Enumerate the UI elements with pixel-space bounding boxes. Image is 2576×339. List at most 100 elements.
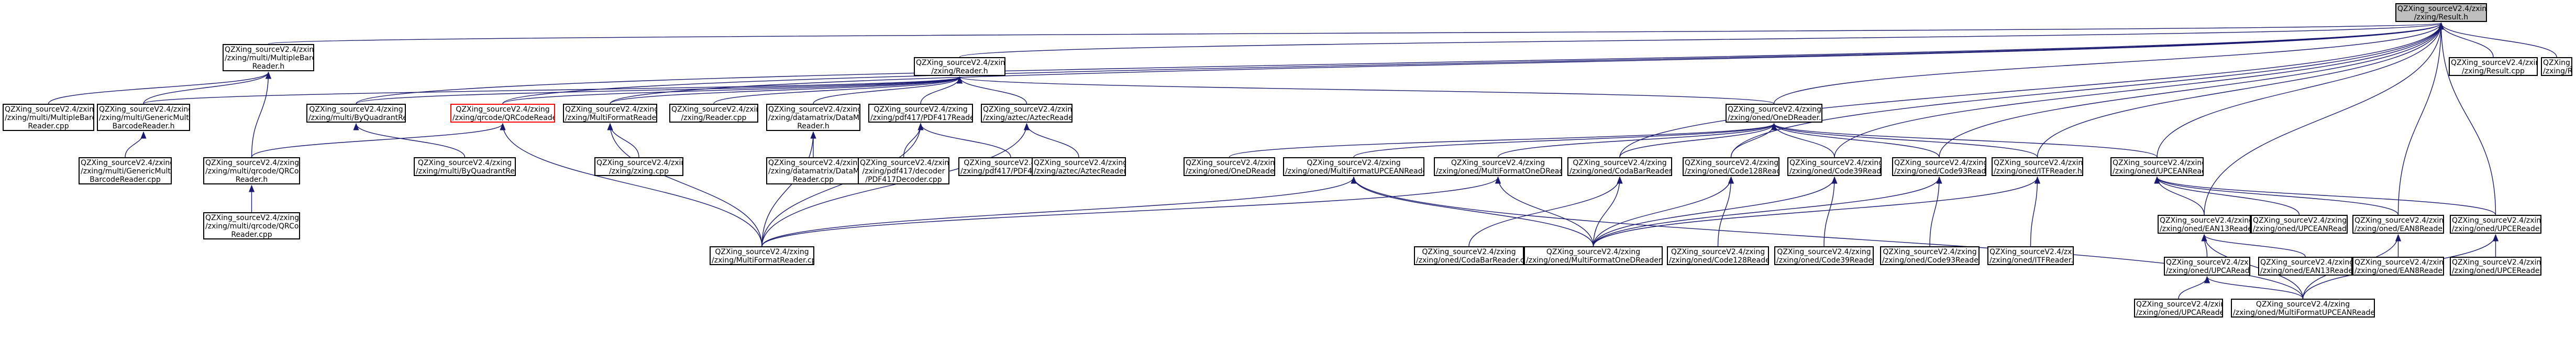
node-cb-h[interactable]: QZXing_sourceV2.4/zxing/zxing/oned/CodaB…	[1567, 157, 1672, 176]
node-upcean-h[interactable]: QZXing_sourceV2.4/zxing/zxing/oned/UPCEA…	[2110, 157, 2204, 176]
dependency-edge	[1730, 22, 2444, 158]
node-label-line: /zxing/oned/Code93Reader.cpp	[1882, 256, 1978, 265]
node-label-line: /zxing/Result.h	[2414, 13, 2469, 21]
node-mfupcean-cpp[interactable]: QZXing_sourceV2.4/zxing/zxing/oned/Multi…	[2231, 299, 2375, 318]
node-ean8-cpp[interactable]: QZXing_sourceV2.4/zxing/zxing/oned/EAN8R…	[2352, 257, 2444, 276]
dependency-edge	[1351, 176, 1594, 247]
node-c93-cpp[interactable]: QZXing_sourceV2.4/zxing/zxing/oned/Code9…	[1880, 246, 1980, 265]
node-az-cpp[interactable]: QZXing_sourceV2.4/zxing/zxing/aztec/Azte…	[1032, 157, 1126, 176]
node-ean8-h[interactable]: QZXing_sourceV2.4/zxing/zxing/oned/EAN8R…	[2352, 215, 2444, 234]
node-label-line: /zxing/pdf417/PDF417Reader.h	[870, 114, 973, 122]
node-label-line: QZXing_sourceV2.4/zxing	[2451, 59, 2538, 67]
node-label-line: /zxing/oned/Code39Reader.h	[1789, 167, 1882, 176]
dependency-edge	[607, 123, 762, 247]
dependency-edge	[2201, 234, 2304, 299]
node-itf-cpp[interactable]: QZXing_sourceV2.4/zxing/zxing/oned/ITFRe…	[1987, 246, 2074, 265]
node-c128-cpp[interactable]: QZXing_sourceV2.4/zxing/zxing/oned/Code1…	[1667, 246, 1769, 265]
node-label-line: /zxing/oned/OneDReader.h	[1728, 114, 1822, 122]
dependency-edge	[2204, 22, 2445, 215]
node-label-line: /zxing/aztec/AztecReader.h	[983, 114, 1073, 122]
node-pdf-h[interactable]: QZXing_sourceV2.4/zxing/zxing/pdf417/PDF…	[868, 104, 973, 123]
node-mfr-cpp[interactable]: QZXing_sourceV2.4/zxing/zxing/MultiForma…	[710, 246, 814, 265]
node-qrcr-h[interactable]: QZXing_sourceV2.4/zxing/zxing/qrcode/QRC…	[450, 104, 555, 123]
node-dmr-cpp[interactable]: QZXing_sourceV2.4/zxing/zxing/datamatrix…	[766, 157, 860, 184]
node-az-h[interactable]: QZXing_sourceV2.4/zxing/zxing/aztec/Azte…	[981, 104, 1073, 123]
node-label-line: /zxing/oned/EAN8Reader.h	[2354, 225, 2444, 233]
node-c39-cpp[interactable]: QZXing_sourceV2.4/zxing/zxing/oned/Code3…	[1774, 246, 1874, 265]
node-qrcmr-cpp[interactable]: QZXing_sourceV2.4/zxing/zxing/multi/qrco…	[203, 212, 300, 239]
node-label-line: /zxing/multi/MultipleBarcode	[5, 114, 93, 122]
node-upce-cpp[interactable]: QZXing_sourceV2.4/zxing/zxing/oned/UPCER…	[2450, 257, 2541, 276]
dependency-edge	[1929, 176, 1942, 247]
node-c93-h[interactable]: QZXing_sourceV2.4/zxing/zxing/oned/Code9…	[1892, 157, 1986, 176]
node-gmbr-h[interactable]: QZXing_sourceV2.4/zxing/zxing/multi/Gene…	[97, 104, 190, 131]
node-result-h[interactable]: QZXing_sourceV2.4/zxing/zxing/Result.h	[2395, 3, 2487, 22]
node-zxing-cpp[interactable]: QZXing_sourceV2.4/zxing/zxing/zxing.cpp	[594, 157, 683, 176]
node-label-line: QZXing_sourceV2.4/zxing	[5, 105, 94, 114]
node-gmbr-cpp[interactable]: QZXing_sourceV2.4/zxing/zxing/multi/Gene…	[79, 157, 172, 184]
dependency-edge	[761, 131, 816, 247]
node-label-line: QZXing_sourceV2.4/zxing	[1671, 248, 1765, 256]
node-label-line: QZXing_sourceV2.4/zxing	[1894, 159, 1986, 167]
node-label-line: /zxing/oned/UPCAReader.cpp	[2136, 309, 2222, 317]
node-reader-cpp[interactable]: QZXing_sourceV2.4/zxing/zxing/Reader.cpp	[669, 104, 758, 123]
node-cb-cpp[interactable]: QZXing_sourceV2.4/zxing/zxing/oned/CodaB…	[1414, 246, 1524, 265]
dependency-edge	[2157, 22, 2445, 158]
node-label-line: QZXing_sourceV2.4/zxing	[2397, 5, 2487, 13]
node-label-line: QZXing_sourceV2.4/zxing	[1186, 159, 1275, 167]
node-bqr-h[interactable]: QZXing_sourceV2.4/zxing/zxing/multi/ByQu…	[306, 104, 406, 123]
node-label-line: /zxing/oned/Code93Reader.h	[1894, 167, 1986, 176]
node-mfod-cpp[interactable]: QZXing_sourceV2.4/zxing/zxing/oned/Multi…	[1524, 246, 1663, 265]
node-label-line: /zxing/oned/CodaBarReader.cpp	[1416, 256, 1524, 265]
node-c39-h[interactable]: QZXing_sourceV2.4/zxing/zxing/oned/Code3…	[1787, 157, 1882, 176]
node-label-line: QZXing_sourceV2.4/zxing	[1422, 248, 1516, 256]
dependency-edge	[2154, 176, 2300, 215]
node-label-line: /zxing/oned/CodaBarReader.h	[1569, 167, 1672, 176]
node-dmr-h[interactable]: QZXing_sourceV2.4/zxing/zxing/datamatrix…	[766, 104, 860, 131]
node-label-line: QZXing_sourceV2.4/zxing	[1451, 159, 1545, 167]
node-upcean-cpp[interactable]: QZXing_sourceV2.4/zxing/zxing/oned/UPCEA…	[2251, 215, 2348, 234]
node-ean13-h[interactable]: QZXing_sourceV2.4/zxing/zxing/oned/EAN13…	[2158, 215, 2251, 234]
node-resultio-cpp[interactable]: QZXing_sourceV2.4/zxing/zxing/ResultIO.c…	[2541, 57, 2572, 76]
node-label-line: /zxing/Reader.cpp	[681, 114, 747, 122]
dependency-edge	[813, 76, 963, 104]
node-label-line: /zxing/oned/EAN8Reader.cpp	[2354, 267, 2444, 275]
node-upca-h[interactable]: QZXing_sourceV2.4/zxing/zxing/oned/UPCAR…	[2164, 257, 2250, 276]
node-label-line: /zxing/MultiFormatReader.cpp	[712, 256, 814, 265]
node-reader-h[interactable]: QZXing_sourceV2.4/zxing/zxing/Reader.h	[914, 57, 1005, 76]
node-mbr-h[interactable]: QZXing_sourceV2.4/zxing/zxing/multi/Mult…	[223, 44, 314, 71]
node-mfr-h[interactable]: QZXing_sourceV2.4/zxing/zxing/MultiForma…	[563, 104, 657, 123]
node-ean13-cpp[interactable]: QZXing_sourceV2.4/zxing/zxing/oned/EAN13…	[2258, 257, 2352, 276]
node-label-line: QZXing_sourceV2.4/zxing	[81, 159, 172, 167]
node-odr-cpp[interactable]: QZXing_sourceV2.4/zxing/zxing/oned/OneDR…	[1184, 157, 1275, 176]
node-label-line: /zxing/oned/UPCAReader.h	[2166, 267, 2250, 275]
node-label-line: /zxing/oned/EAN13Reader.h	[2160, 225, 2250, 233]
node-label-line: /PDF417Decoder.cpp	[865, 176, 942, 184]
dependency-edge	[353, 123, 466, 158]
node-upce-h[interactable]: QZXing_sourceV2.4/zxing/zxing/oned/UPCER…	[2450, 215, 2541, 234]
node-pdfdec-cpp[interactable]: QZXing_sourceV2.4/zxing/zxing/pdf417/dec…	[858, 157, 949, 184]
node-odr-h[interactable]: QZXing_sourceV2.4/zxing/zxing/oned/OneDR…	[1726, 104, 1822, 123]
dependency-edge	[268, 22, 2443, 45]
node-label-line: /zxing/zxing.cpp	[609, 167, 669, 176]
node-mbr-cpp[interactable]: QZXing_sourceV2.4/zxing/zxing/multi/Mult…	[3, 104, 94, 131]
node-label-line: /zxing/Result.cpp	[2462, 67, 2525, 75]
node-result-cpp[interactable]: QZXing_sourceV2.4/zxing/zxing/Result.cpp	[2449, 57, 2538, 76]
dependency-edge	[143, 71, 271, 104]
node-label-line: QZXing_sourceV2.4/zxing	[860, 159, 949, 167]
dependency-edge	[2204, 276, 2304, 299]
node-label-line: /zxing/oned/UPCEANReader.cpp	[2253, 225, 2347, 233]
node-itf-h[interactable]: QZXing_sourceV2.4/zxing/zxing/oned/ITFRe…	[1992, 157, 2083, 176]
node-label-line: Reader.h	[252, 62, 285, 71]
node-label-line: /zxing/qrcode/QRCodeReader.h	[452, 114, 555, 122]
node-bqr-cpp[interactable]: QZXing_sourceV2.4/zxing/zxing/multi/ByQu…	[414, 157, 516, 176]
node-c128-h[interactable]: QZXing_sourceV2.4/zxing/zxing/oned/Code1…	[1683, 157, 1779, 176]
node-label-line: QZXing_sourceV2.4/zxing	[1883, 248, 1977, 256]
node-upca-cpp[interactable]: QZXing_sourceV2.4/zxing/zxing/oned/UPCAR…	[2134, 299, 2223, 318]
node-qrcmr-h[interactable]: QZXing_sourceV2.4/zxing/zxing/multi/qrco…	[203, 157, 300, 184]
node-mfupcean-h[interactable]: QZXing_sourceV2.4/zxing/zxing/oned/Multi…	[1283, 157, 1424, 176]
node-label-line: QZXing_sourceV2.4/zxing	[874, 105, 968, 114]
node-label-line: Reader.h	[797, 122, 830, 130]
node-mfod-h[interactable]: QZXing_sourceV2.4/zxing/zxing/oned/Multi…	[1434, 157, 1562, 176]
node-label-line: /zxing/pdf417/decoder	[862, 167, 945, 176]
